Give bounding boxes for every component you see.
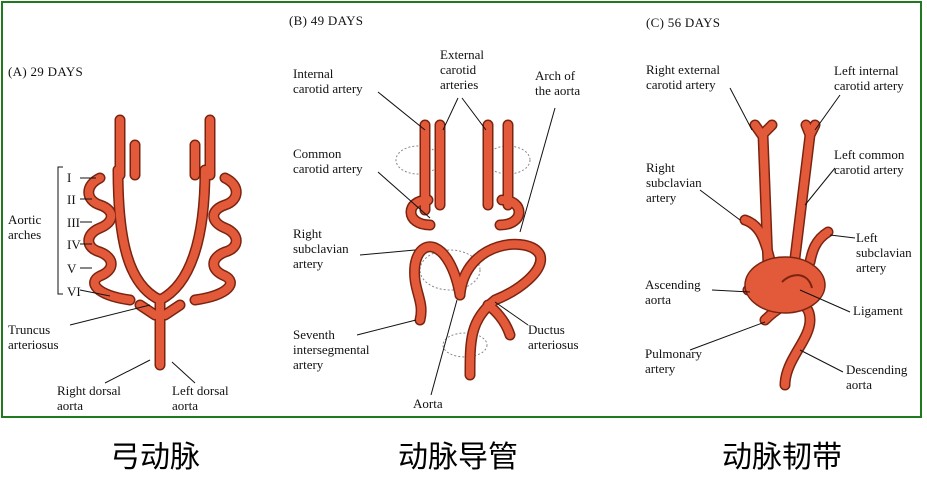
panel-c-title: (C) 56 DAYS (646, 15, 721, 30)
label-left-internal-carotid: Left internal carotid artery (834, 63, 904, 93)
label-right-subclavian-c: Right subclavian artery (646, 160, 702, 205)
label-left-dorsal-aorta: Left dorsal aorta (172, 383, 229, 413)
label-aortic-arches: Aortic arches (8, 212, 42, 242)
arch-numeral-6: VI (67, 284, 81, 299)
arch-numeral-1: I (67, 170, 72, 185)
panel-b-title: (B) 49 DAYS (289, 13, 364, 28)
panel-a-title: (A) 29 DAYS (8, 64, 84, 79)
caption-ductus: 动脉导管 (398, 440, 518, 475)
label-internal-carotid: Internal carotid artery (293, 66, 363, 96)
panel-b-vessels (356, 91, 556, 396)
label-right-external-carotid: Right external carotid artery (646, 62, 721, 92)
label-seventh-intersegmental: Seventh intersegmental artery (293, 327, 370, 372)
label-external-carotid: External carotid arteries (440, 47, 485, 92)
label-truncus-arteriosus: Truncus arteriosus (8, 322, 59, 352)
arch-numeral-4: IV (67, 237, 81, 252)
label-ascending-aorta: Ascending aorta (645, 277, 701, 307)
label-ductus-arteriosus: Ductus arteriosus (528, 322, 579, 352)
panel-a-vessels (57, 114, 242, 384)
arch-numeral-3: III (67, 215, 80, 230)
label-common-carotid: Common carotid artery (293, 146, 363, 176)
label-ligament: Ligament (853, 303, 903, 318)
label-descending-aorta: Descending aorta (846, 362, 908, 392)
label-pulmonary-artery: Pulmonary artery (645, 346, 703, 376)
label-aorta: Aorta (413, 396, 443, 411)
caption-ligament: 动脉韧带 (722, 440, 842, 475)
arch-numeral-5: V (67, 261, 77, 276)
label-right-subclavian-b: Right subclavian artery (293, 226, 349, 271)
label-arch-of-aorta: Arch of the aorta (535, 68, 581, 98)
label-left-subclavian: Left subclavian artery (856, 230, 912, 275)
arch-numeral-2: II (67, 192, 76, 207)
panel-c-vessels (689, 87, 856, 391)
caption-arches: 弓动脉 (110, 440, 200, 475)
label-right-dorsal-aorta: Right dorsal aorta (57, 383, 121, 413)
label-left-common-carotid: Left common carotid artery (834, 147, 905, 177)
